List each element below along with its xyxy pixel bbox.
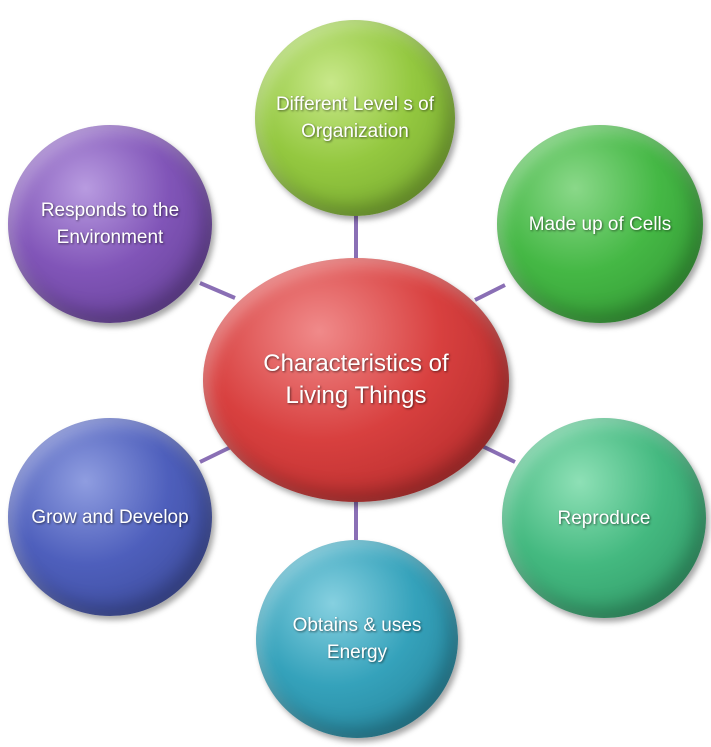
node-label-organization: Different Level s of Organization — [275, 94, 435, 142]
node-grow: Grow and Develop — [8, 418, 212, 616]
node-label-energy: Obtains & uses Energy — [292, 615, 422, 663]
node-label-grow: Grow and Develop — [31, 506, 189, 528]
node-label-reproduce: Reproduce — [557, 507, 651, 529]
connector-cells — [474, 283, 506, 302]
node-organization: Different Level s of Organization — [255, 20, 455, 216]
node-responds: Responds to the Environment — [8, 125, 212, 323]
node-label-cells: Made up of Cells — [528, 213, 672, 235]
node-reproduce: Reproduce — [502, 418, 706, 618]
connector-responds — [199, 281, 236, 300]
center-label: Characteristics of Living Things — [263, 350, 449, 409]
node-energy: Obtains & uses Energy — [256, 540, 458, 738]
connector-reproduce — [479, 443, 516, 464]
node-cells: Made up of Cells — [497, 125, 703, 323]
node-label-responds: Responds to the Environment — [40, 200, 180, 248]
center-node: Characteristics of Living Things — [203, 258, 509, 502]
